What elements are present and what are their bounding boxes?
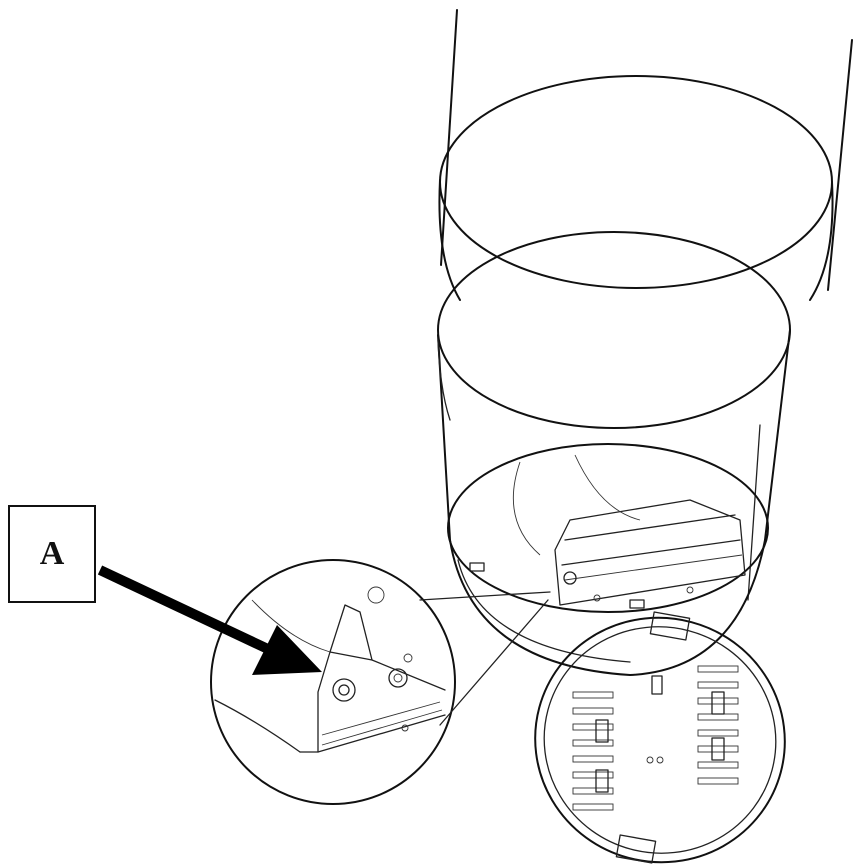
cover-hinge bbox=[649, 611, 691, 641]
center-hole-1 bbox=[646, 756, 654, 764]
detail-rail-1 bbox=[321, 701, 441, 736]
detail-bracket bbox=[317, 651, 446, 753]
internal-bracket bbox=[512, 461, 541, 556]
collar-right-band bbox=[809, 181, 834, 301]
magnifier-leader-bottom bbox=[439, 599, 549, 726]
upper-duct bbox=[440, 9, 853, 291]
hood-body bbox=[447, 443, 769, 676]
chassis-screw bbox=[563, 571, 577, 585]
magnifier-circle bbox=[210, 559, 456, 805]
chassis-rail-1 bbox=[564, 514, 736, 541]
lower-duct-right-edge bbox=[764, 329, 791, 541]
detail-nut-outer bbox=[388, 668, 408, 688]
chassis-rail-2 bbox=[561, 539, 741, 566]
arrow-shaft bbox=[97, 565, 273, 655]
detail-housing bbox=[251, 599, 331, 653]
cover-inner-rim bbox=[543, 626, 777, 854]
filter-slots-right bbox=[697, 665, 739, 785]
hood-bottom-rim bbox=[449, 539, 766, 676]
clip-right-lower bbox=[711, 737, 725, 761]
bottom-cover bbox=[534, 611, 786, 864]
clip-left-lower bbox=[595, 769, 609, 793]
internal-cable bbox=[574, 454, 641, 521]
cover-outer-rim bbox=[534, 616, 786, 864]
detail-edge-left bbox=[214, 699, 301, 753]
arrow-right-icon bbox=[97, 565, 322, 675]
cover-latch bbox=[615, 834, 657, 864]
hole-1 bbox=[686, 586, 694, 594]
detail-nut-inner bbox=[393, 673, 403, 683]
clip-left-upper bbox=[595, 719, 609, 743]
detail-tab bbox=[329, 604, 373, 661]
side-clip bbox=[469, 562, 485, 572]
detail-screw-outer bbox=[332, 678, 356, 702]
upper-duct-right-edge bbox=[827, 39, 853, 291]
hood-opening bbox=[447, 443, 769, 613]
lower-duct bbox=[437, 231, 791, 601]
filter-slots-left bbox=[572, 691, 614, 811]
magnifier-leader-top bbox=[419, 591, 551, 601]
detail-screw-inner bbox=[338, 684, 350, 696]
outer-collar bbox=[438, 75, 834, 301]
detail-rail-2 bbox=[321, 709, 443, 746]
lower-duct-seam bbox=[747, 424, 761, 601]
upper-duct-left-edge bbox=[440, 9, 458, 266]
hood-bottom-inner-rim bbox=[457, 559, 631, 663]
detail-pin bbox=[403, 653, 413, 663]
arrow-head bbox=[252, 625, 322, 675]
lower-duct-inner-left bbox=[437, 339, 451, 421]
detail-hole-top bbox=[367, 586, 385, 604]
lower-duct-top-ellipse bbox=[437, 231, 791, 429]
collar-left-band bbox=[438, 179, 461, 301]
callout-label: A bbox=[39, 535, 65, 572]
center-clip bbox=[651, 675, 663, 695]
control-chassis bbox=[554, 499, 746, 606]
hole-2 bbox=[593, 594, 601, 602]
detail-magnifier bbox=[210, 559, 551, 805]
clip-right-upper bbox=[711, 691, 725, 715]
center-hole-2 bbox=[656, 756, 664, 764]
front-clip bbox=[629, 599, 645, 609]
detail-hole-bottom bbox=[401, 724, 409, 732]
callout-box: A bbox=[8, 505, 96, 603]
chassis-rail-3 bbox=[564, 554, 743, 581]
